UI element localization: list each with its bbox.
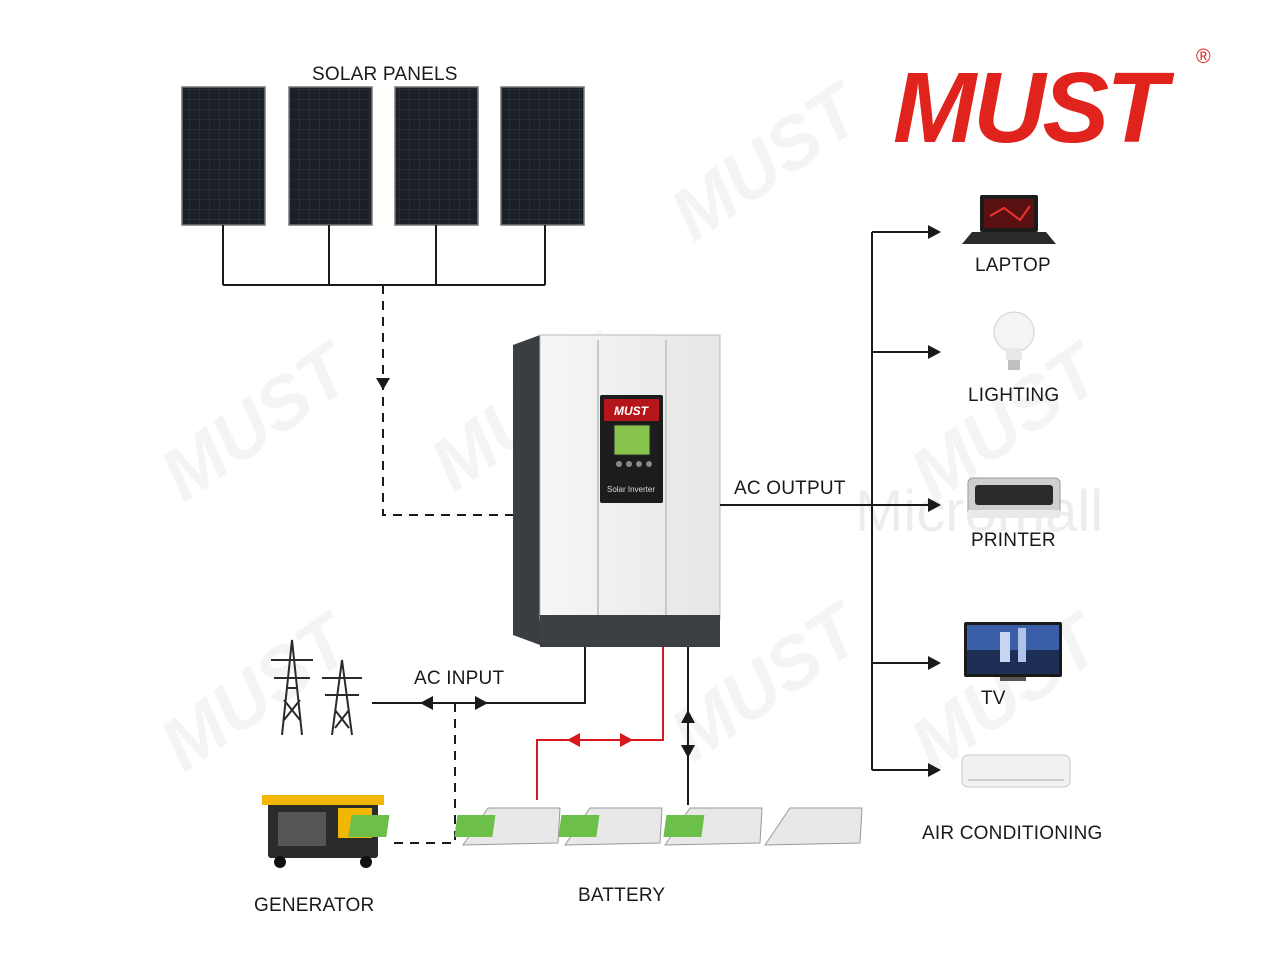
label-laptop: LAPTOP: [975, 255, 1051, 276]
air-conditioner-icon: [961, 754, 1071, 788]
arrow-right-icon: [928, 225, 941, 777]
ac-input-wiring: [372, 647, 586, 844]
label-printer: PRINTER: [971, 530, 1056, 551]
power-tower-icon: [271, 639, 362, 736]
battery-icon: [663, 807, 863, 846]
inverter-brand: MUST: [614, 404, 650, 418]
ac-output-wiring: [720, 231, 930, 771]
solar-panel-icon: [288, 86, 373, 226]
panel-wiring: [222, 225, 546, 516]
tv-icon: [964, 622, 1062, 681]
arrow-bidirectional-icon: [420, 696, 488, 710]
label-air-conditioning: AIR CONDITIONING: [922, 823, 1103, 844]
label-lighting: LIGHTING: [968, 385, 1060, 406]
battery-wiring: [536, 647, 689, 805]
printer-icon: [967, 477, 1061, 518]
arrow-bidirectional-icon: [567, 710, 695, 758]
inverter-icon: [513, 334, 721, 647]
label-ac-output: AC OUTPUT: [734, 478, 846, 499]
brand-logo: MUST: [893, 52, 1167, 164]
registered-mark: ®: [1196, 46, 1211, 68]
label-tv: TV: [981, 688, 1006, 709]
arrow-down-icon: [376, 378, 390, 390]
solar-panel-icon: [394, 86, 479, 226]
solar-panel-icon: [500, 86, 585, 226]
laptop-icon: [962, 195, 1056, 244]
battery-bank: [348, 807, 863, 846]
solar-panel-icon: [181, 86, 266, 226]
solar-panel-array: [181, 86, 585, 226]
label-battery: BATTERY: [578, 885, 666, 906]
label-ac-input: AC INPUT: [414, 668, 505, 689]
label-solar-panels: SOLAR PANELS: [312, 64, 458, 85]
inverter-label: Solar Inverter: [607, 485, 655, 494]
label-generator: GENERATOR: [254, 895, 375, 916]
bulb-icon: [993, 311, 1035, 370]
